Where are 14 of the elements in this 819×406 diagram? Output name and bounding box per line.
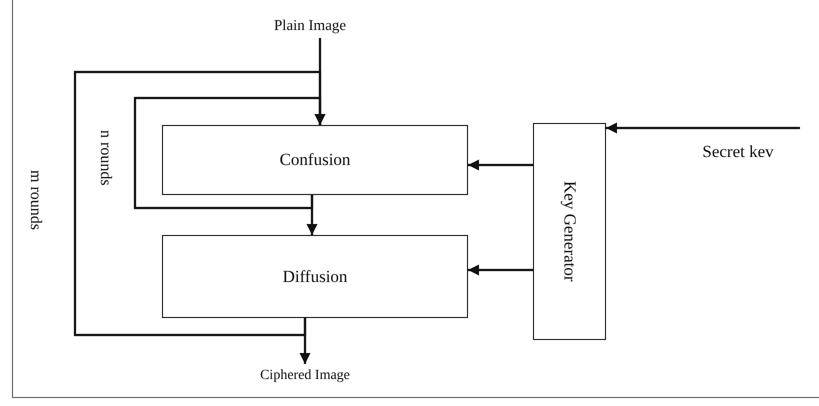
arrow [300,318,310,364]
input-label: Secret kev [702,142,774,162]
arrow [74,70,326,336]
box-label: Diffusion [282,266,348,286]
box-label: Key Generator [560,181,580,282]
process-box [162,235,468,318]
arrow [468,264,533,276]
output-label: Ciphered Image [260,368,350,384]
input-label: Plain Image [274,18,346,34]
arrow [468,160,533,170]
process-box [533,123,606,340]
box-label: Confusion [280,150,350,170]
arrow [606,122,800,134]
process-box [162,125,468,195]
